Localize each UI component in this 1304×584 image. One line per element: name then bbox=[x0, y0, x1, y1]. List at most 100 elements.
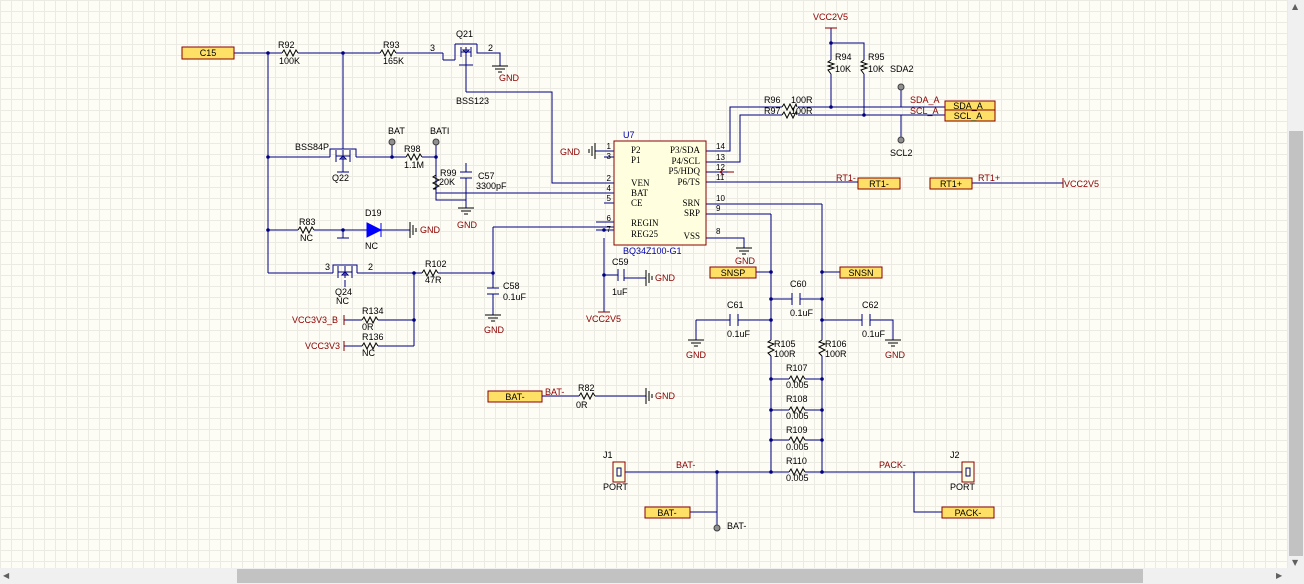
net-bat-minus-port: BAT- bbox=[545, 387, 564, 397]
tp-bat: BAT bbox=[388, 126, 405, 136]
net-gnd-q21: GND bbox=[499, 73, 520, 83]
r96-value: 100R bbox=[791, 95, 813, 105]
u7-pin9-num: 9 bbox=[716, 204, 721, 213]
connector-symbols bbox=[612, 461, 975, 483]
scroll-left-arrow-icon[interactable]: ◀ bbox=[3, 571, 10, 580]
u7-pin4-name: BAT bbox=[631, 188, 649, 198]
net-bat-minus-wire: BAT- bbox=[676, 460, 695, 470]
port-sda-a: SDA_A bbox=[953, 101, 983, 111]
net-rt1-plus: RT1+ bbox=[978, 173, 1000, 183]
u7-pin5-name: CE bbox=[631, 198, 643, 208]
net-gnd-c61: GND bbox=[686, 350, 707, 360]
r136-ref: R136 bbox=[362, 332, 384, 342]
r106-value: 100R bbox=[825, 349, 847, 359]
net-gnd-r82: GND bbox=[655, 391, 676, 401]
r98-ref: R98 bbox=[404, 144, 421, 154]
u7-pin14-num: 14 bbox=[716, 142, 725, 151]
resistor-symbols bbox=[281, 48, 869, 477]
r108-value: 0.005 bbox=[786, 411, 809, 421]
c62-value: 0.1uF bbox=[862, 329, 886, 339]
d19-ref: D19 bbox=[365, 208, 382, 218]
q21-ref: Q21 bbox=[456, 29, 473, 39]
net-scl-a: SCL_A bbox=[910, 106, 939, 116]
c62-ref: C62 bbox=[862, 300, 879, 310]
port-snsp: SNSP bbox=[721, 268, 746, 278]
j1-ref: J1 bbox=[603, 450, 613, 460]
q24-mosfet-symbol bbox=[332, 264, 358, 278]
u7-pin10-num: 10 bbox=[716, 194, 725, 203]
j2-ref: J2 bbox=[950, 450, 960, 460]
u7-pin5-num: 5 bbox=[607, 194, 612, 203]
c57-value: 3300pF bbox=[476, 181, 507, 191]
u7-ref: U7 bbox=[623, 130, 635, 140]
r95-value: 10K bbox=[868, 64, 884, 74]
port-snsn: SNSN bbox=[848, 268, 873, 278]
u7-pin8-name: VSS bbox=[683, 231, 700, 241]
r83-value: NC bbox=[300, 233, 313, 243]
q24-ref: Q24 bbox=[335, 287, 352, 297]
scroll-down-arrow-icon[interactable]: ▼ bbox=[1292, 558, 1299, 567]
net-vcc2v5-bottom: VCC2V5 bbox=[586, 314, 621, 324]
schematic-canvas[interactable]: C15 SDA_A SCL_A RT1- RT1+ SNSP SNSN BAT-… bbox=[0, 0, 1288, 568]
vertical-scroll-thumb[interactable] bbox=[1289, 131, 1303, 556]
scroll-up-arrow-icon[interactable]: ▲ bbox=[1292, 2, 1299, 11]
power-symbols bbox=[343, 27, 1064, 351]
c58-value: 0.1uF bbox=[503, 292, 527, 302]
r97-ref: R97 bbox=[764, 106, 781, 116]
r110-ref: R110 bbox=[786, 456, 807, 466]
u7-pin14-name: P3/SDA bbox=[670, 145, 701, 155]
j2-value: PORT bbox=[950, 482, 975, 492]
r92-ref: R92 bbox=[278, 40, 295, 50]
u7-ic-body bbox=[613, 140, 734, 246]
testpoint-labels: BAT BATI SDA2 SCL2 BAT- bbox=[388, 64, 914, 531]
u7-pin2-name: VEN bbox=[631, 178, 650, 188]
net-labels: VCC2V5 VCC2V5 VCC2V5 VCC3V3_B VCC3V3 SDA… bbox=[292, 12, 1099, 470]
u7-pin11-num: 11 bbox=[716, 173, 725, 182]
port-bat-minus-2: BAT- bbox=[657, 508, 676, 518]
u7-pin13-name: P4/SCL bbox=[671, 156, 700, 166]
u7-pin7-num: 7 bbox=[607, 225, 612, 234]
r93-ref: R93 bbox=[383, 40, 400, 50]
r102-ref: R102 bbox=[425, 259, 447, 269]
tp-sda2: SDA2 bbox=[890, 64, 914, 74]
r99-ref: R99 bbox=[440, 168, 457, 178]
schematic-sheet: C15 SDA_A SCL_A RT1- RT1+ SNSP SNSN BAT-… bbox=[181, 12, 1099, 532]
u7-value: BQ34Z100-G1 bbox=[623, 246, 682, 256]
r134-value: 0R bbox=[362, 322, 374, 332]
r107-value: 0.005 bbox=[786, 380, 809, 390]
u7-pin1-num: 1 bbox=[607, 142, 612, 151]
r106-ref: R106 bbox=[825, 339, 847, 349]
net-gnd-c59: GND bbox=[655, 273, 676, 283]
u7-pin13-num: 13 bbox=[716, 153, 725, 162]
net-rt1-minus: RT1- bbox=[836, 173, 856, 183]
u7-pin8-num: 8 bbox=[716, 227, 721, 236]
j1-value: PORT bbox=[603, 482, 628, 492]
r109-ref: R109 bbox=[786, 425, 808, 435]
u7-pin3-name: P1 bbox=[631, 155, 641, 165]
q22-mosfet-symbol bbox=[329, 142, 357, 168]
r92-value: 100K bbox=[279, 56, 300, 66]
u7-pin10-name: SRN bbox=[682, 198, 700, 208]
r134-ref: R134 bbox=[362, 306, 384, 316]
scroll-right-arrow-icon[interactable]: ▶ bbox=[1276, 571, 1283, 580]
net-pack-minus-wire: PACK- bbox=[879, 460, 906, 470]
u7-pin12-num: 12 bbox=[716, 163, 725, 172]
port-pack-minus: PACK- bbox=[955, 508, 982, 518]
port-scl-a: SCL_A bbox=[954, 111, 983, 121]
r94-ref: R94 bbox=[835, 52, 852, 62]
q24-pin3: 3 bbox=[325, 262, 330, 272]
c61-ref: C61 bbox=[727, 300, 744, 310]
q21-mosfet-symbol bbox=[454, 43, 487, 92]
net-vcc3v3-b: VCC3V3_B bbox=[292, 315, 338, 325]
net-gnd-c58: GND bbox=[484, 325, 505, 335]
d19-diode-symbol bbox=[366, 222, 383, 238]
horizontal-scroll-thumb[interactable] bbox=[237, 569, 1143, 583]
q22-ref: Q22 bbox=[332, 173, 349, 183]
r105-ref: R105 bbox=[774, 339, 796, 349]
c57-ref: C57 bbox=[478, 171, 495, 181]
r102-value: 47R bbox=[425, 275, 442, 285]
q21-pin2: 2 bbox=[488, 43, 493, 53]
r110-value: 0.005 bbox=[786, 473, 809, 483]
port-bat-minus-1: BAT- bbox=[505, 392, 524, 402]
r82-value: 0R bbox=[576, 400, 588, 410]
